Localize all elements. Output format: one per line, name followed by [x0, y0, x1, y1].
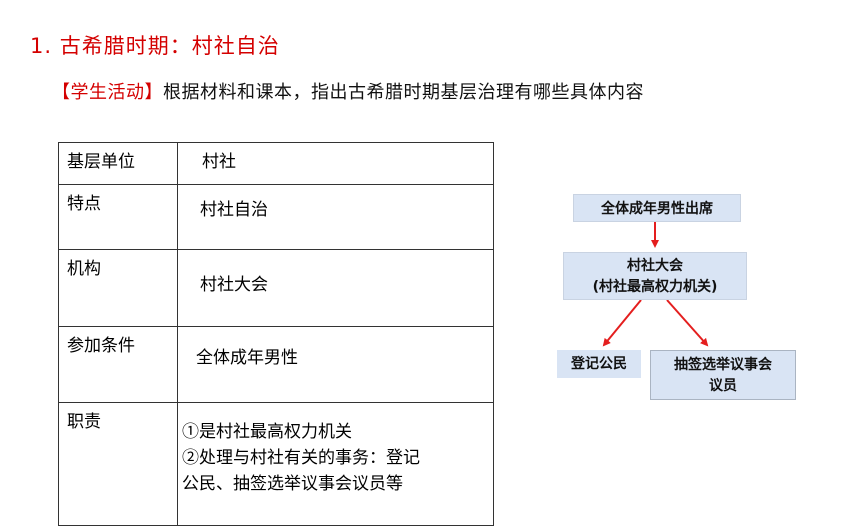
elect-council-box: 抽签选举议事会 议员	[650, 350, 796, 400]
diagram-arrows	[602, 222, 709, 347]
table-row: 特点 村社自治	[58, 184, 494, 250]
arrow-middle-to-right	[666, 299, 709, 347]
row-key: 机构	[58, 249, 178, 327]
assembly-title: 村社大会	[627, 258, 683, 274]
activity-prompt: 【学生活动】根据材料和课本，指出古希腊时期基层治理有哪些具体内容	[52, 78, 644, 104]
row-value: 村社	[177, 142, 494, 185]
duty-line: ①是村社最高权力机关	[182, 422, 352, 442]
row-value: 村社大会	[177, 249, 494, 327]
attendance-box: 全体成年男性出席	[573, 194, 741, 222]
row-key: 参加条件	[58, 326, 178, 403]
duty-line: ②处理与村社有关的事务：登记	[182, 448, 420, 468]
assembly-subtitle: (村社最高权力机关)	[592, 279, 718, 295]
activity-tag: 【学生活动】	[52, 82, 163, 103]
register-citizens-box: 登记公民	[557, 350, 641, 378]
table-row: 机构 村社大会	[58, 249, 494, 327]
table-row: 参加条件 全体成年男性	[58, 326, 494, 403]
row-key: 特点	[58, 184, 178, 250]
elect-line-2: 议员	[709, 378, 737, 394]
elect-line-1: 抽签选举议事会	[674, 357, 772, 373]
table-row: 基层单位 村社	[58, 142, 494, 185]
row-key: 基层单位	[58, 142, 178, 185]
row-value: 村社自治	[177, 184, 494, 250]
activity-text: 根据材料和课本，指出古希腊时期基层治理有哪些具体内容	[163, 82, 644, 103]
village-assembly-box: 村社大会 (村社最高权力机关)	[563, 252, 747, 300]
governance-table: 基层单位 村社 特点 村社自治 机构 村社大会 参加条件 全体成年男性 职责 ①…	[58, 142, 494, 526]
page-title: 1. 古希腊时期：村社自治	[30, 34, 280, 58]
arrow-middle-to-left	[602, 299, 642, 347]
row-value: 全体成年男性	[177, 326, 494, 403]
